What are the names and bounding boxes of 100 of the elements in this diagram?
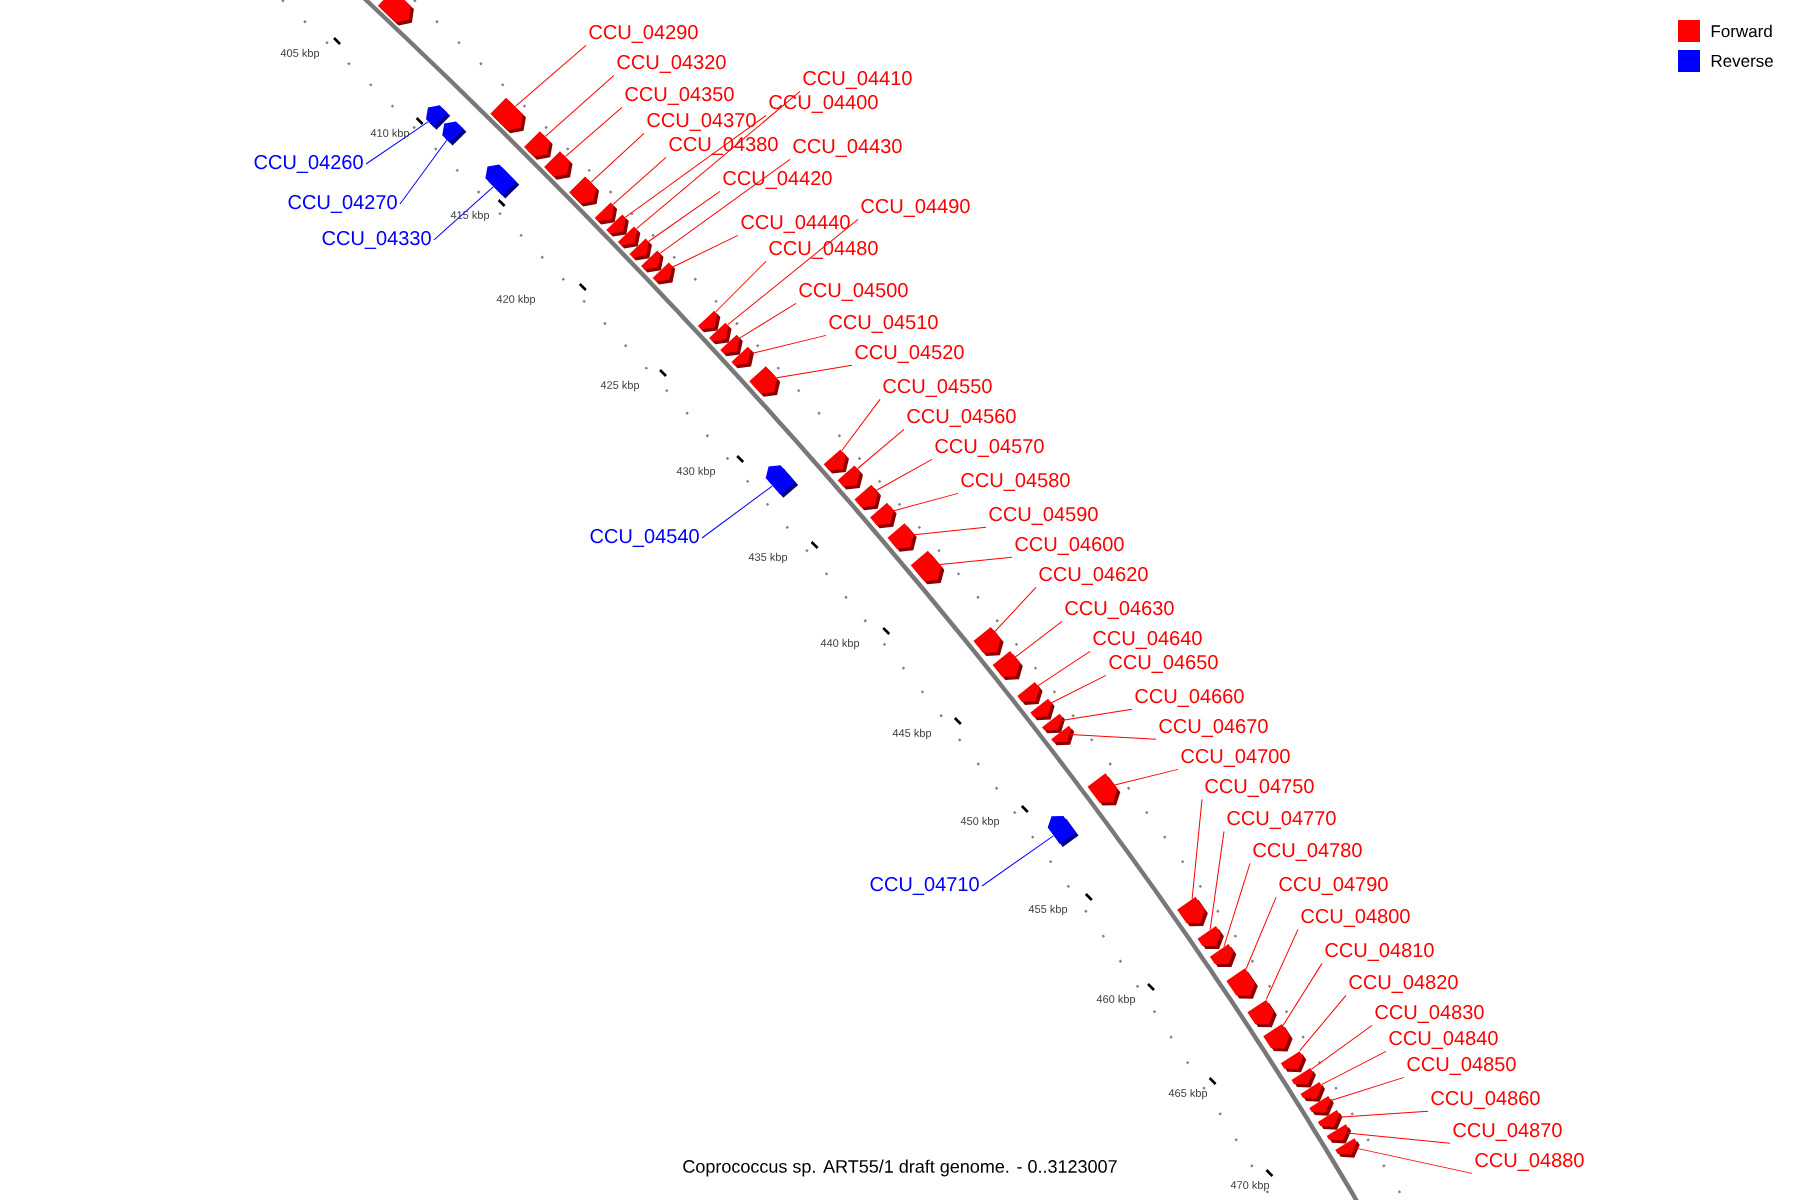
leader-line <box>636 90 801 229</box>
leader-line <box>1114 768 1179 786</box>
leader-line <box>365 121 429 165</box>
leader-line <box>876 458 933 491</box>
gene-feature <box>544 151 573 180</box>
leader-line <box>590 132 645 183</box>
gene-label: CCU_04820 <box>1349 975 1458 993</box>
gene-label: CCU_04520 <box>855 345 964 363</box>
gene-label: CCU_04560 <box>907 409 1016 427</box>
gene-feature <box>1047 816 1079 847</box>
gene-feature <box>1087 773 1121 806</box>
gene-feature <box>1197 926 1224 950</box>
leader-line <box>981 835 1054 887</box>
leader-line <box>1223 862 1251 948</box>
gene-label: CCU_04440 <box>741 215 850 233</box>
leader-line <box>1245 896 1277 970</box>
gene-label: CCU_04660 <box>1135 689 1244 707</box>
legend-label: Reverse <box>1711 55 1773 67</box>
gene-label: CCU_04430 <box>793 139 902 157</box>
gene-label: CCU_04650 <box>1109 655 1218 673</box>
gene-label: CCU_04370 <box>647 113 756 131</box>
gene-label: CCU_04580 <box>961 473 1070 491</box>
gene-feature <box>1177 896 1208 927</box>
leader-line <box>1191 798 1203 900</box>
leader-line <box>1060 708 1133 722</box>
gene-label: CCU_04710 <box>870 877 979 895</box>
gene-feature <box>1042 713 1065 734</box>
gene-label: CCU_04600 <box>1015 537 1124 555</box>
gene-feature <box>1300 1082 1325 1102</box>
leader-line <box>857 428 905 469</box>
gene-label: CCU_04290 <box>589 25 698 43</box>
gene-feature <box>731 346 754 369</box>
leader-line <box>841 398 881 451</box>
gene-feature <box>426 105 451 130</box>
gene-label: CCU_04330 <box>322 231 431 249</box>
gene-feature <box>1291 1067 1316 1088</box>
gene-feature <box>697 310 721 333</box>
leader-line <box>1354 1147 1473 1174</box>
leader-line <box>1337 1110 1429 1118</box>
leader-line <box>1037 650 1091 687</box>
gene-label: CCU_04800 <box>1301 909 1410 927</box>
leader-line <box>612 156 667 205</box>
gene-label: CCU_04670 <box>1159 719 1268 737</box>
gene-label: CCU_04860 <box>1431 1091 1540 1109</box>
leader-line <box>1265 928 1299 1000</box>
leader-line <box>625 114 767 218</box>
gene-label: CCU_04350 <box>625 87 734 105</box>
gene-label: CCU_04640 <box>1093 631 1202 649</box>
gene-label: CCU_04620 <box>1039 567 1148 585</box>
gene-label: CCU_04810 <box>1325 943 1434 961</box>
gene-label: CCU_04870 <box>1453 1123 1562 1141</box>
leader-line <box>648 190 721 242</box>
gene-feature <box>524 131 553 160</box>
leader-line <box>1321 1050 1387 1086</box>
leader-line <box>1311 1024 1373 1070</box>
gene-feature <box>1030 698 1055 721</box>
gene-label: CCU_04630 <box>1065 601 1174 619</box>
leader-line <box>776 364 853 379</box>
gene-feature <box>837 465 863 490</box>
gene-feature <box>442 121 467 146</box>
gene-feature <box>629 238 652 261</box>
gene-label: CCU_04570 <box>935 439 1044 457</box>
leader-line <box>659 158 791 254</box>
gene-feature <box>1317 1110 1343 1130</box>
leader-line <box>750 334 827 355</box>
gene-label: CCU_04790 <box>1279 877 1388 895</box>
leader-line <box>1346 1132 1451 1144</box>
gene-label: CCU_04260 <box>254 155 363 173</box>
gene-feature <box>709 322 732 345</box>
leader-line <box>939 556 1013 566</box>
gene-label: CCU_04770 <box>1227 811 1336 829</box>
leader-line <box>715 260 767 313</box>
caption: Coprococcus sp. ART55/1 draft genome. - 0..3123007 <box>683 1159 1117 1177</box>
legend-label: Forward <box>1711 24 1772 38</box>
leader-line <box>727 218 859 326</box>
leader-line <box>671 234 739 268</box>
gene-feature <box>652 262 676 285</box>
gene-feature <box>1326 1124 1352 1144</box>
leader-line <box>565 106 623 157</box>
gene-feature <box>910 550 945 585</box>
gene-feature <box>1247 1000 1277 1028</box>
gene-label: CCU_04320 <box>617 55 726 73</box>
leader-line <box>1014 620 1063 658</box>
gene-label: CCU_04700 <box>1181 749 1290 767</box>
leader-line <box>739 302 797 339</box>
gene-feature <box>485 164 520 199</box>
gene-feature <box>973 626 1004 657</box>
gene-label: CCU_04510 <box>829 315 938 333</box>
gene-feature <box>870 502 897 529</box>
gene-label: CCU_04590 <box>989 507 1098 525</box>
leader-line <box>545 74 615 137</box>
leader-line <box>913 526 987 536</box>
gene-label: CCU_04850 <box>1407 1057 1516 1075</box>
gene-feature <box>377 0 414 26</box>
leader-line <box>1299 994 1347 1052</box>
gene-label: CCU_04500 <box>799 283 908 301</box>
leader-line <box>893 492 959 512</box>
gene-feature <box>1280 1051 1307 1073</box>
leader-line <box>701 485 773 539</box>
gene-label: CCU_04490 <box>861 199 970 217</box>
